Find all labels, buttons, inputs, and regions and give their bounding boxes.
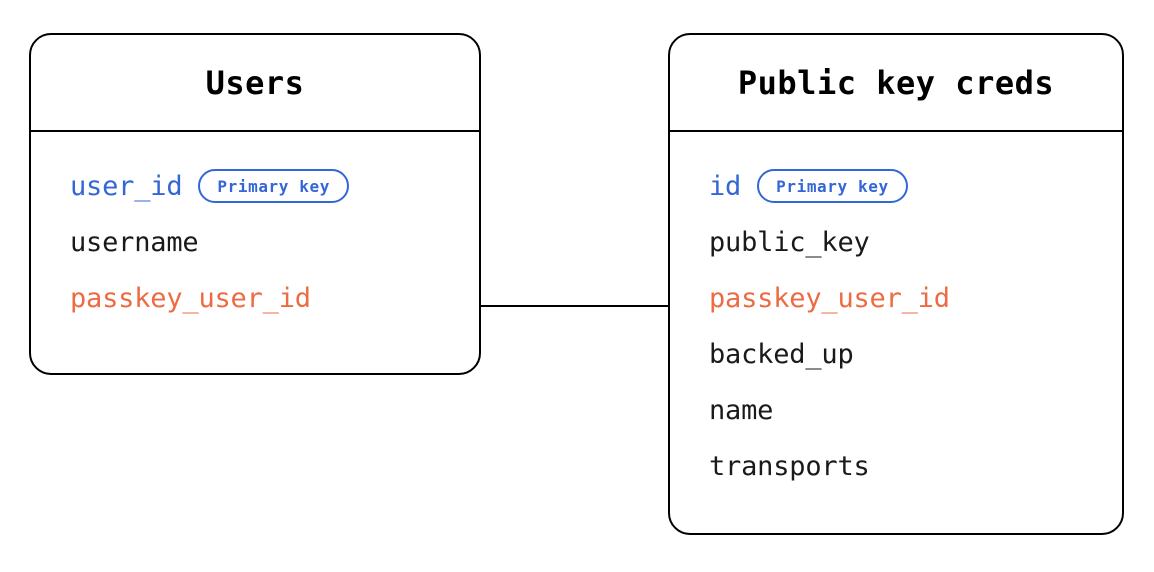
field-name-user-id: user_id bbox=[70, 170, 183, 202]
entity-public-key-creds-divider bbox=[670, 130, 1122, 132]
field-name-backed-up: backed_up bbox=[709, 338, 854, 370]
field-row[interactable]: user_id Primary key bbox=[70, 158, 479, 214]
entity-public-key-creds[interactable]: Public key creds id Primary key public_k… bbox=[668, 33, 1124, 535]
field-row[interactable]: transports bbox=[709, 438, 1122, 494]
entity-users-field-list: user_id Primary key username passkey_use… bbox=[31, 132, 479, 326]
relationship-connector-users-to-creds[interactable] bbox=[481, 305, 669, 307]
field-row[interactable]: passkey_user_id bbox=[70, 270, 479, 326]
field-name-transports: transports bbox=[709, 450, 870, 482]
field-row[interactable]: username bbox=[70, 214, 479, 270]
field-name-public-key: public_key bbox=[709, 226, 870, 258]
entity-users-title: Users bbox=[205, 63, 305, 102]
field-name-passkey-user-id: passkey_user_id bbox=[709, 282, 950, 314]
field-row[interactable]: public_key bbox=[709, 214, 1122, 270]
entity-public-key-creds-title: Public key creds bbox=[737, 63, 1055, 102]
field-name-name: name bbox=[709, 394, 774, 426]
field-row[interactable]: passkey_user_id bbox=[709, 270, 1122, 326]
field-name-id: id bbox=[709, 170, 742, 202]
entity-users[interactable]: Users user_id Primary key username passk… bbox=[29, 33, 481, 375]
primary-key-badge: Primary key bbox=[757, 169, 908, 203]
entity-public-key-creds-field-list: id Primary key public_key passkey_user_i… bbox=[670, 132, 1122, 494]
primary-key-badge: Primary key bbox=[198, 169, 349, 203]
field-name-username: username bbox=[70, 226, 199, 258]
field-row[interactable]: backed_up bbox=[709, 326, 1122, 382]
entity-users-divider bbox=[31, 130, 479, 132]
field-row[interactable]: name bbox=[709, 382, 1122, 438]
field-name-passkey-user-id: passkey_user_id bbox=[70, 282, 311, 314]
field-row[interactable]: id Primary key bbox=[709, 158, 1122, 214]
